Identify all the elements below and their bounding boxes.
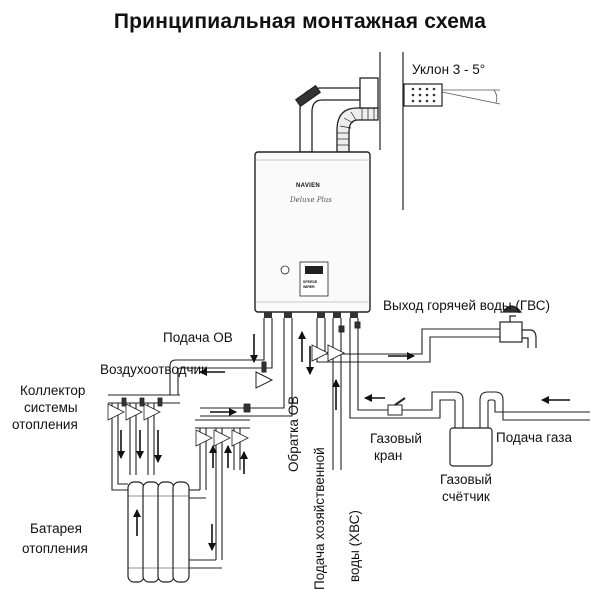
page-title: Принципиальная монтажная схема: [113, 10, 487, 33]
dhw-out-label: Выход горячей воды (ГВС): [383, 298, 550, 313]
gas-meter-label-1: Газовый: [440, 472, 492, 487]
flow-arrows: [117, 331, 570, 551]
gas-meter: [449, 427, 493, 467]
panel-text-1: SPEEDE: [303, 280, 318, 284]
flue-pipes: [294, 77, 379, 153]
boiler-brand: NAVIEN: [296, 183, 321, 189]
wall: [379, 52, 404, 210]
connector-valves: [311, 321, 361, 362]
heating-supply-label: Подача ОВ: [163, 330, 233, 345]
collector-valves: [107, 397, 251, 447]
slope-label: Уклон 3 - 5°: [412, 62, 486, 77]
radiator-label-1: Батарея: [30, 521, 82, 536]
heating-return-label: Обратка ОВ: [286, 395, 301, 472]
collector-label-3: отопления: [12, 417, 78, 432]
boiler-connectors: [264, 312, 358, 318]
collector-label-1: Коллектор: [20, 383, 86, 398]
radiator-label-2: отопления: [22, 541, 88, 556]
collector-label-2: системы: [24, 400, 78, 415]
boiler-model: Deluxe Plus: [290, 196, 332, 204]
air-vent-label: Воздухоотводчик: [100, 362, 207, 377]
flue-terminal: [403, 83, 501, 107]
gas-meter-label-2: счётчик: [442, 489, 490, 504]
panel-text-2: WIRER: [303, 285, 315, 289]
boiler: [254, 151, 371, 313]
pipes: [108, 318, 590, 569]
radiator: [127, 481, 190, 583]
gas-valve-label-1: Газовый: [370, 431, 422, 446]
gas-valve: [387, 397, 406, 416]
hot-water-tap: [499, 305, 537, 348]
gas-valve-label-2: кран: [374, 448, 403, 463]
air-vent-valve: [255, 361, 274, 389]
gas-supply-label: Подача газа: [496, 430, 572, 445]
cold-water-label-1: Подача хозяйственной: [312, 447, 327, 590]
cold-water-label-2: воды (ХВС): [347, 510, 362, 582]
